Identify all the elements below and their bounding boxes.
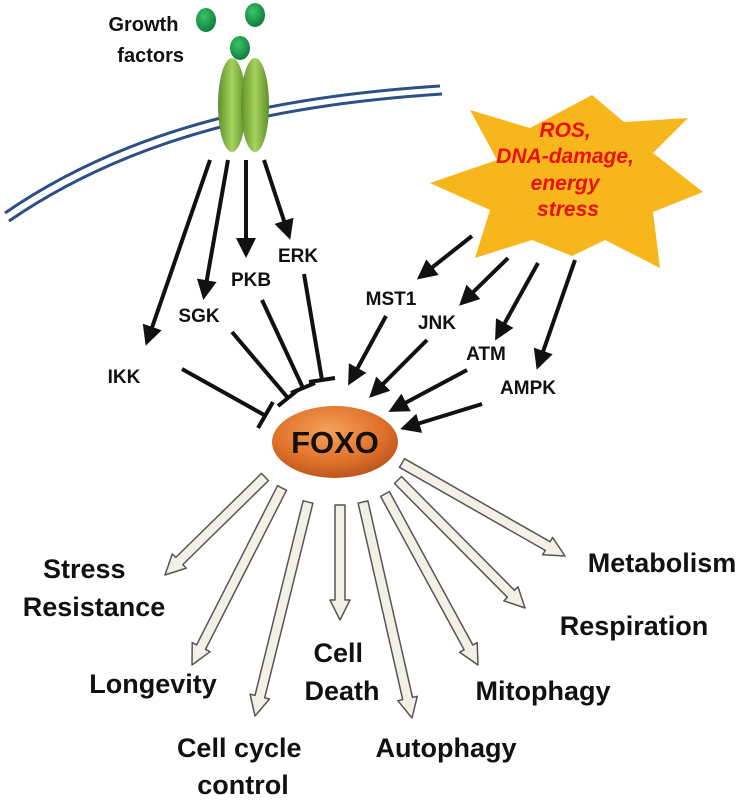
- kinase-label-jnk: JNK: [418, 313, 456, 334]
- kinase-label-mst1: MST1: [366, 289, 417, 310]
- arrow-jnk-to-foxo: [369, 338, 429, 398]
- outcome-arrow-cell-cycle-control: [249, 500, 314, 717]
- arrow-stress-to-atm: [495, 262, 540, 341]
- outcome-label-mitophagy: Mitophagy: [476, 676, 611, 706]
- outcome-label-respiration: Respiration: [560, 611, 709, 641]
- outcome-label-longevity: Longevity: [89, 669, 217, 699]
- arrow-receptor-to-ikk: [142, 159, 212, 346]
- kinase-label-atm: ATM: [466, 344, 506, 365]
- arrow-stress-to-mst1: [416, 234, 474, 280]
- outcome-label-cell-death: Cell Death: [304, 638, 379, 706]
- outcome-label-metabolism: Metabolism: [588, 548, 737, 578]
- outcome-arrows: [164, 457, 566, 719]
- growth-factor-ligand-icon: [245, 3, 265, 27]
- receptor-icon: [241, 58, 269, 152]
- growth-factor-ligand-icon: [230, 36, 250, 60]
- arrow-receptor-to-erk: [262, 159, 294, 240]
- kinase-label-erk: ERK: [278, 246, 318, 267]
- outcome-arrow-metabolism: [398, 457, 566, 557]
- kinase-label-pkb: PKB: [231, 270, 271, 291]
- inhibition-sgk: [230, 330, 300, 408]
- arrow-receptor-to-sgk: [196, 159, 230, 300]
- outcome-arrow-mitophagy: [379, 490, 479, 666]
- kinase-label-ampk: AMPK: [500, 378, 556, 399]
- outcome-label-cell-cycle-control: Cell cycle control: [177, 733, 309, 800]
- foxo-label: FOXO: [291, 425, 379, 460]
- outcome-arrow-respiration: [393, 475, 526, 609]
- arrow-stress-to-jnk: [459, 256, 510, 306]
- inhibition-ikk: [181, 367, 275, 429]
- arrow-mst1-to-foxo: [348, 315, 388, 386]
- outcome-arrow-cell-death: [329, 504, 351, 621]
- arrow-ampk-to-foxo: [400, 402, 483, 433]
- growth-factor-ligand-icon: [196, 8, 216, 32]
- receptor-icon: [218, 58, 246, 152]
- outcome-arrow-longevity: [191, 484, 288, 666]
- arrow-stress-to-ampk: [533, 259, 577, 370]
- kinase-label-ikk: IKK: [108, 367, 141, 388]
- outcome-arrow-autophagy: [357, 500, 419, 719]
- outcome-label-stress-resistance: Stress Resistance: [23, 554, 166, 622]
- arrow-atm-to-foxo: [388, 368, 468, 412]
- stress-star-icon: [430, 95, 703, 268]
- foxo-node: [270, 404, 400, 480]
- inhibition-pkb: [260, 299, 316, 395]
- outcome-label-autophagy: Autophagy: [376, 733, 517, 763]
- outcome-arrow-stress-resistance: [164, 472, 270, 576]
- inhibition-erk: [302, 273, 336, 384]
- growth-factors-label: Growth factors: [108, 14, 184, 67]
- kinase-label-sgk: SGK: [178, 306, 219, 327]
- stress-label: ROS, DNA-damage, energy stress: [496, 119, 640, 221]
